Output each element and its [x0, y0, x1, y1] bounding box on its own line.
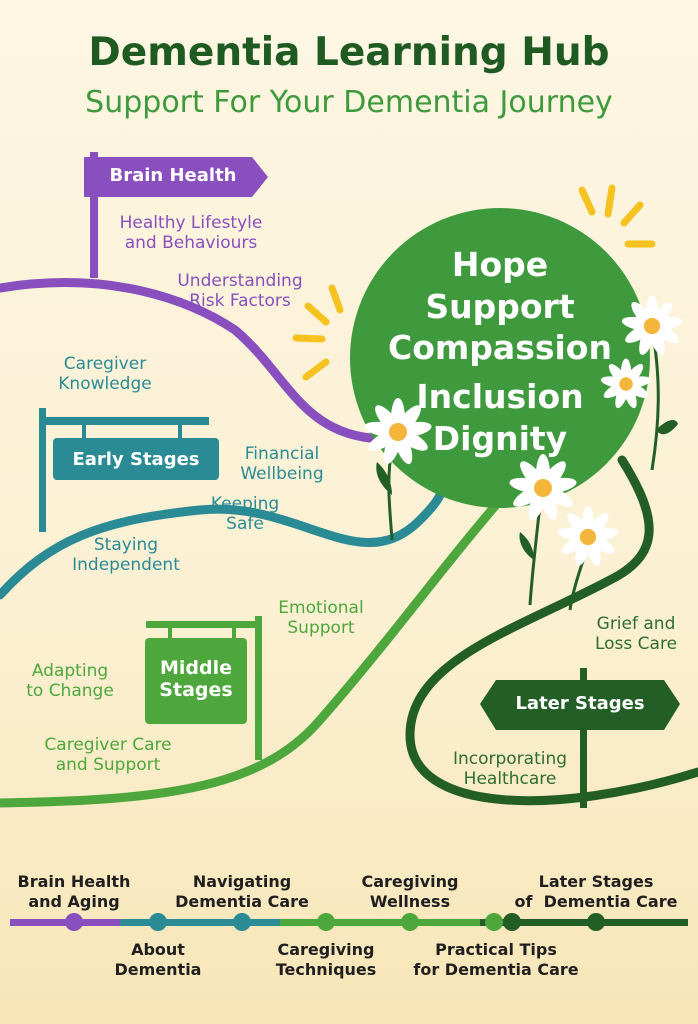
timeline-label-brain-health-aging: Brain Health and Aging: [17, 872, 131, 911]
values-circle: [350, 208, 650, 508]
topic-healthy-lifestyle: Healthy Lifestyle and Behaviours: [119, 213, 263, 254]
topic-caregiver-care: Caregiver Care and Support: [44, 735, 172, 776]
timeline-label-caregiving-wellness: Caregiving Wellness: [361, 872, 459, 911]
topic-incorporating-healthcare: Incorporating Healthcare: [452, 749, 568, 790]
timeline-dot: [317, 913, 335, 931]
brain-health-sign: Brain Health: [109, 165, 237, 186]
page-title: Dementia Learning Hub: [88, 30, 610, 75]
topic-caregiver-knowledge: Caregiver Knowledge: [58, 354, 152, 395]
brain-health-signpost: [84, 152, 268, 278]
timeline-label-later-stages: Later Stages of Dementia Care: [514, 872, 678, 911]
timeline-dot: [401, 913, 419, 931]
later-stages-sign: Later Stages: [515, 693, 645, 714]
timeline-dot: [233, 913, 251, 931]
timeline-segment-teal: [120, 919, 280, 926]
middle-stages-signpost: [145, 616, 262, 760]
value-dignity: Dignity: [432, 419, 568, 458]
timeline-bar: [10, 913, 688, 931]
timeline-dot: [149, 913, 167, 931]
brain-health-path: [0, 278, 375, 443]
timeline-dot: [65, 913, 83, 931]
timeline-dot: [485, 913, 503, 931]
topic-staying-independent: Staying Independent: [72, 535, 180, 576]
timeline-label-practical-tips: Practical Tips for Dementia Care: [413, 940, 579, 979]
topic-keeping-safe: Keeping Safe: [210, 494, 280, 535]
middle-stages-sign: Middle Stages: [159, 657, 233, 701]
value-compassion: Compassion: [388, 328, 612, 367]
timeline-dot: [587, 913, 605, 931]
later-stages-signpost: [480, 668, 680, 808]
timeline-label-caregiving-techniques: Caregiving Techniques: [275, 940, 377, 979]
page-subtitle: Support For Your Dementia Journey: [85, 85, 613, 120]
timeline-segment-dark: [480, 919, 688, 926]
timeline-segment-green: [280, 919, 480, 926]
early-stages-sign: Early Stages: [72, 449, 200, 470]
sun-rays-icon: [292, 284, 344, 381]
daisy-flowers-icon: [364, 295, 683, 611]
topic-grief-loss-care: Grief and Loss Care: [594, 614, 678, 655]
value-inclusion: Inclusion: [416, 377, 584, 416]
timeline-label-about-dementia: About Dementia: [114, 940, 202, 979]
middle-stages-path: [0, 500, 501, 808]
early-stages-signpost: [39, 408, 219, 532]
topic-risk-factors: Understanding Risk Factors: [177, 271, 303, 312]
value-support: Support: [425, 287, 575, 326]
topic-emotional-support: Emotional Support: [278, 598, 364, 639]
later-stages-path: [405, 455, 698, 806]
topic-financial-wellbeing: Financial Wellbeing: [240, 444, 324, 485]
topic-adapting-to-change: Adapting to Change: [26, 661, 114, 702]
timeline-label-navigating-care: Navigating Dementia Care: [175, 872, 309, 911]
timeline-dot: [503, 913, 521, 931]
early-stages-path: [0, 485, 447, 600]
timeline-segment-purple: [10, 919, 120, 926]
sun-rays-icon: [578, 184, 656, 248]
value-hope: Hope: [451, 245, 549, 284]
